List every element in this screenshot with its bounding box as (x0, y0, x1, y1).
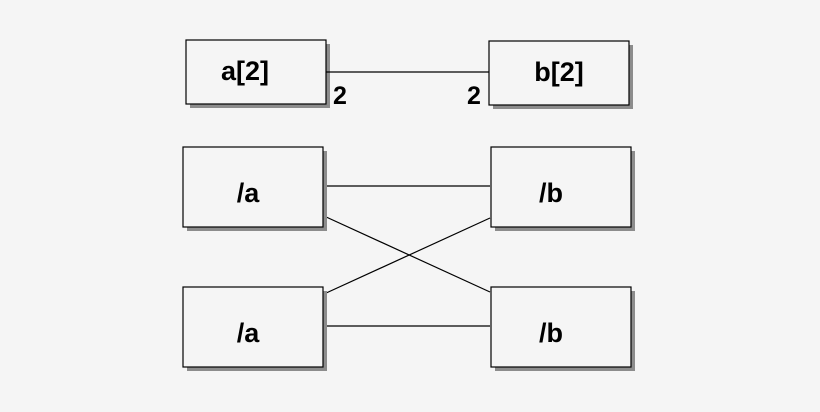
box-frame (490, 286, 632, 368)
part-b-multi-label: b[2] (534, 57, 584, 87)
part-box-b-lower: /b (490, 286, 635, 371)
box-frame (182, 286, 324, 368)
part-a-lower-label: /a (237, 318, 261, 348)
part-box-a-multi: a[2] (185, 39, 330, 108)
part-b-lower-label: /b (539, 318, 563, 348)
connector-a-lower-b-upper (323, 217, 491, 295)
multiplicity-left: 2 (333, 82, 347, 110)
connector-a-upper-b-lower (323, 215, 491, 293)
part-box-a-upper: /a (182, 146, 327, 231)
part-box-a-lower: /a (182, 286, 327, 371)
part-box-b-multi: b[2] (488, 40, 633, 109)
box-frame (490, 146, 632, 228)
part-a-upper-label: /a (237, 178, 261, 208)
multiplicity-right: 2 (467, 82, 481, 110)
box-frame (182, 146, 324, 228)
part-b-upper-label: /b (539, 178, 563, 208)
box-frame (488, 40, 630, 106)
part-box-b-upper: /b (490, 146, 635, 231)
box-frame (185, 39, 327, 105)
part-a-multi-label: a[2] (221, 56, 269, 86)
